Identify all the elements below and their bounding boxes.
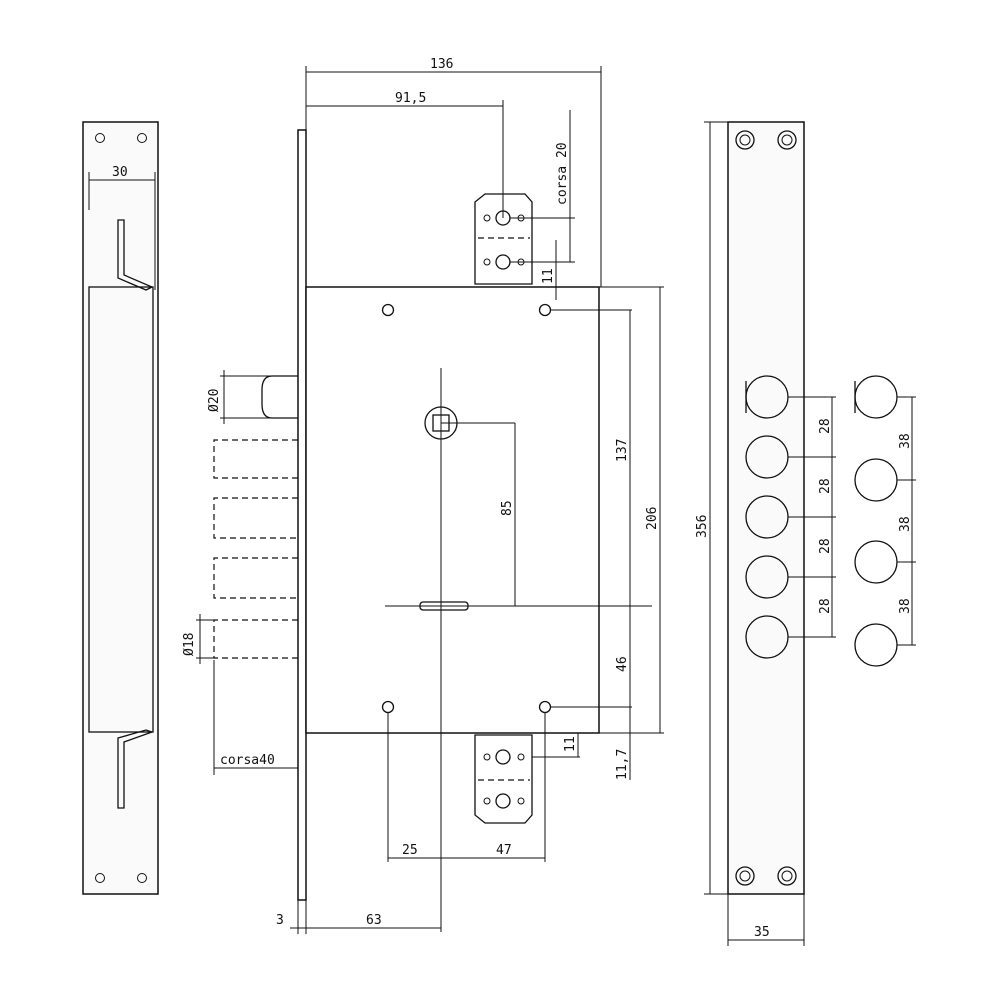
dim-bolt-pitch-4: 28 [818, 598, 833, 614]
dim-handle-to-key: 85 [500, 500, 515, 516]
dim-cam-gap-bottom: 11 [563, 736, 578, 752]
main-dimensions: 136 91,5 corsa 20 11 137 46 11,7 206 85 … [276, 57, 664, 934]
dim-key-to-hole: 46 [615, 656, 630, 672]
dim-hole-spacing-a: 25 [402, 843, 418, 858]
dim-backset: 63 [366, 913, 382, 928]
dim-aux-pitch-1: 38 [898, 433, 913, 449]
dim-bolt-diameter: Ø18 [182, 633, 197, 656]
dim-faceplate-thickness: 3 [276, 913, 284, 928]
bottom-cam [474, 733, 580, 824]
dim-case-height: 206 [645, 507, 660, 530]
dead-bolts: Ø18 corsa40 [182, 439, 298, 775]
dim-bolt-pitch-3: 28 [818, 538, 833, 554]
dim-plate-width: 35 [754, 925, 770, 940]
dim-latch-diameter: Ø20 [207, 389, 222, 412]
dim-total-width: 136 [430, 57, 453, 72]
dim-cam-offset: 91,5 [395, 91, 426, 106]
dim-bolt-pitch-1: 28 [818, 418, 833, 434]
dim-plate-height: 356 [695, 515, 710, 538]
latch: Ø20 [207, 370, 298, 424]
dim-bolt-stroke: corsa40 [220, 753, 275, 768]
strike-plate: 30 [82, 121, 159, 895]
dim-cam-gap-top: 11 [541, 268, 556, 284]
top-cam [474, 110, 575, 285]
auxiliary-bolt-layout: 38 38 38 [854, 375, 916, 667]
lock-body [297, 129, 652, 932]
dim-hole-spacing-b: 47 [496, 843, 512, 858]
dim-bolt-pitch-2: 28 [818, 478, 833, 494]
faceplate-front-view: 28 28 28 28 356 35 [695, 121, 836, 946]
dim-body-height: 137 [615, 439, 630, 462]
dim-aux-pitch-3: 38 [898, 598, 913, 614]
dim-aux-pitch-2: 38 [898, 516, 913, 532]
dim-lower-gap: 11,7 [615, 749, 630, 780]
dim-strike-width: 30 [112, 165, 128, 180]
dim-cam-stroke: corsa 20 [555, 142, 570, 205]
